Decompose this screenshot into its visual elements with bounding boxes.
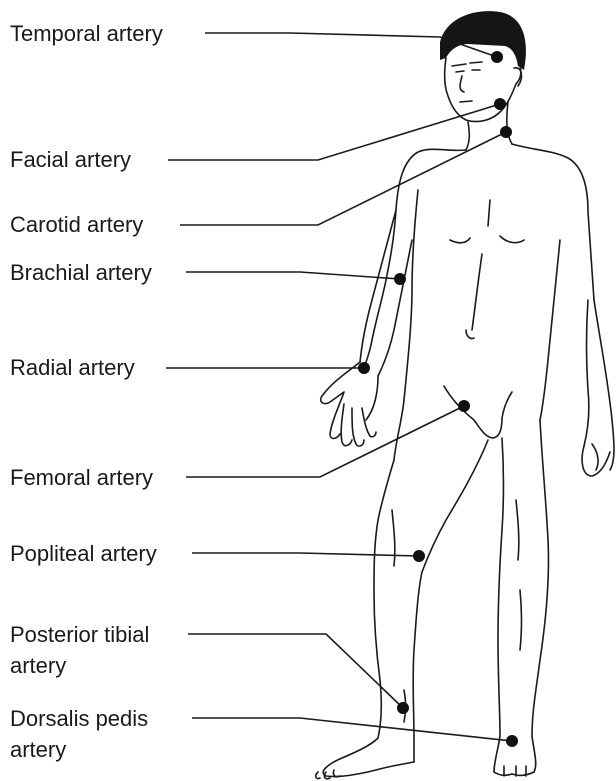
- face-features: [452, 62, 482, 102]
- leader-dorsalis-pedis: [192, 718, 512, 741]
- leader-brachial: [186, 272, 400, 279]
- hair: [440, 11, 526, 70]
- neck: [466, 102, 512, 150]
- leader-popliteal: [192, 553, 419, 556]
- left-leg-inner: [413, 440, 488, 762]
- temporal-pulse-point: [491, 51, 503, 63]
- label-dorsalis-pedis-line2: artery: [10, 737, 66, 762]
- label-radial-artery: Radial artery: [10, 355, 135, 380]
- right-leg-inner: [494, 438, 504, 772]
- right-torso-line: [540, 240, 560, 420]
- torso-inner-left: [394, 190, 418, 460]
- leader-facial: [168, 104, 500, 160]
- human-figure: [316, 11, 614, 779]
- label-posterior-tibial-line1: Posterior tibial: [10, 622, 149, 647]
- label-dorsalis-pedis-line1: Dorsalis pedis: [10, 706, 148, 731]
- dorsalis-pedis-pulse-point: [506, 735, 518, 747]
- right-arm-inner: [584, 300, 589, 446]
- carotid-pulse-point: [500, 126, 512, 138]
- label-carotid-artery: Carotid artery: [10, 212, 143, 237]
- chest-details: [450, 200, 524, 339]
- left-foot-toes: [316, 770, 340, 779]
- popliteal-pulse-point: [413, 550, 425, 562]
- torso-left-side: [364, 149, 466, 368]
- label-femoral-artery: Femoral artery: [10, 465, 153, 490]
- head-outline: [445, 58, 521, 122]
- label-posterior-tibial-line2: artery: [10, 653, 66, 678]
- pelvis: [444, 386, 512, 438]
- femoral-pulse-point: [458, 400, 470, 412]
- radial-pulse-point: [358, 362, 370, 374]
- label-temporal-artery: Temporal artery: [10, 21, 163, 46]
- leader-lines: [166, 33, 512, 741]
- leader-posterior-tibial: [188, 634, 403, 708]
- facial-pulse-point: [494, 98, 506, 110]
- left-hand: [321, 362, 378, 446]
- left-arm-outer: [360, 210, 396, 362]
- right-foot: [494, 766, 534, 776]
- torso-right-side: [512, 144, 594, 300]
- left-knee: [392, 510, 406, 722]
- label-brachial-artery: Brachial artery: [10, 260, 152, 285]
- leader-carotid: [180, 132, 506, 225]
- right-arm-outer: [594, 300, 614, 470]
- label-facial-artery: Facial artery: [10, 147, 131, 172]
- right-leg-outer: [532, 420, 549, 772]
- artery-labels: Temporal artery Facial artery Carotid ar…: [10, 21, 163, 762]
- right-hand: [582, 444, 610, 476]
- leader-femoral: [186, 406, 464, 477]
- pulse-points: [358, 51, 518, 747]
- right-knee: [516, 500, 522, 650]
- posterior-tibial-pulse-point: [397, 702, 409, 714]
- label-popliteal-artery: Popliteal artery: [10, 541, 157, 566]
- brachial-pulse-point: [394, 273, 406, 285]
